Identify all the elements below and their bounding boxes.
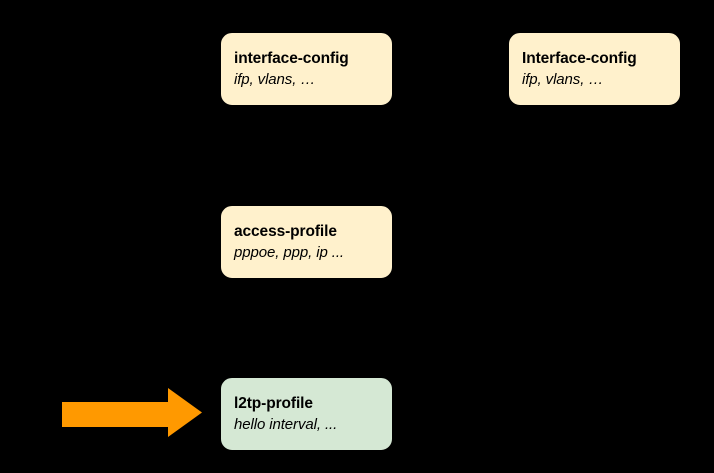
node-title: l2tp-profile	[234, 394, 313, 412]
node-subtitle: hello interval, ...	[234, 415, 338, 433]
right-arrow-icon	[62, 388, 202, 437]
node-title: access-profile	[234, 222, 337, 240]
node-subtitle: ifp, vlans, …	[234, 70, 316, 88]
pointer-arrow	[60, 386, 204, 439]
node-interface-config-left[interactable]: interface-config ifp, vlans, …	[221, 33, 392, 105]
node-title: interface-config	[234, 49, 349, 67]
node-subtitle: ifp, vlans, …	[522, 70, 604, 88]
node-subtitle: pppoe, ppp, ip ...	[234, 243, 344, 261]
node-l2tp-profile[interactable]: l2tp-profile hello interval, ...	[221, 378, 392, 450]
node-access-profile[interactable]: access-profile pppoe, ppp, ip ...	[221, 206, 392, 278]
node-title: Interface-config	[522, 49, 637, 67]
node-interface-config-right[interactable]: Interface-config ifp, vlans, …	[509, 33, 680, 105]
